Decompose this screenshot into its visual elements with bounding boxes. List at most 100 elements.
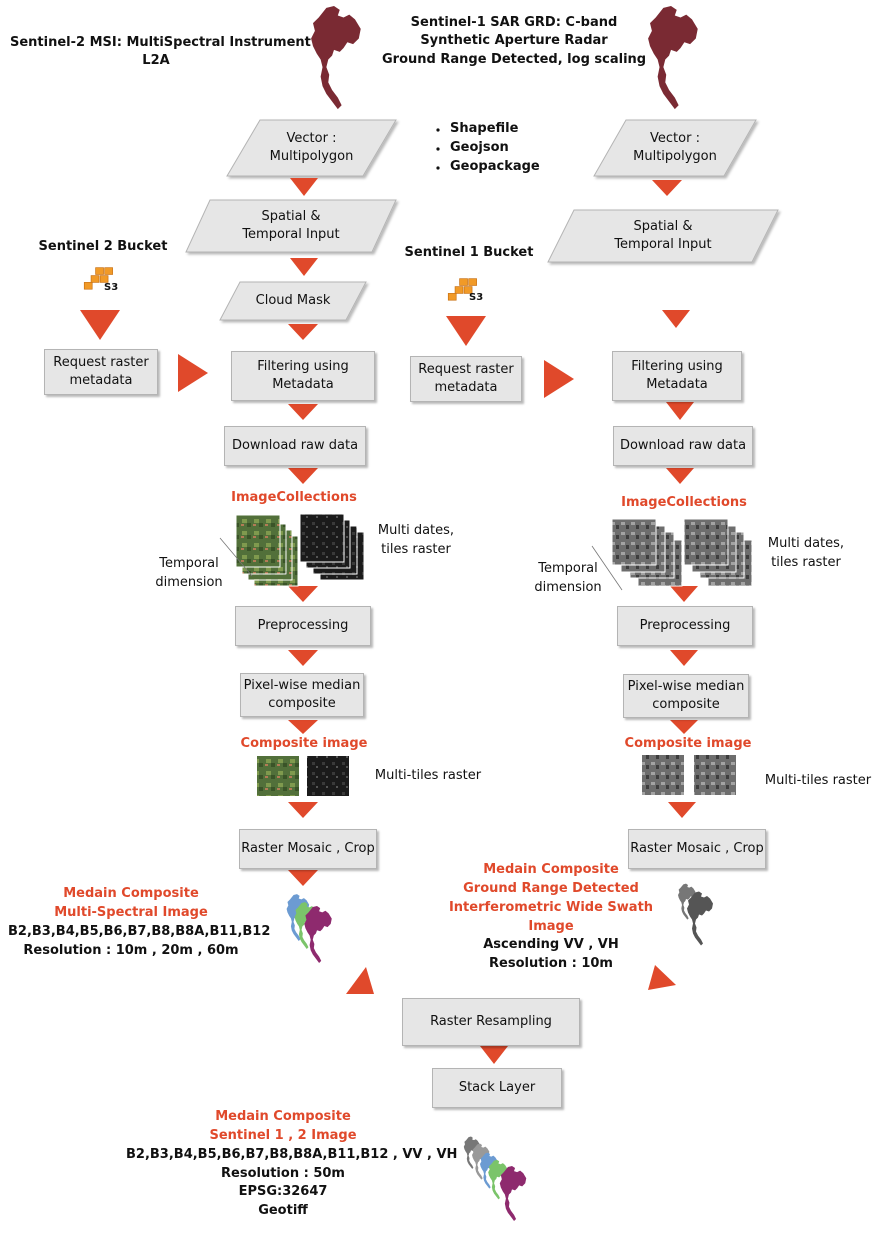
arrow-right-icon <box>178 354 208 392</box>
s3-label-left: S3 <box>104 282 119 293</box>
arrow-down-icon <box>288 802 318 818</box>
arrow-down-icon <box>288 324 318 340</box>
thailand-map-icon-s2 <box>311 6 361 110</box>
filter-label: Filtering using <box>257 358 349 374</box>
sar-result-caption: Medain Composite Ground Range Detected I… <box>440 861 662 974</box>
temporal-line: Temporal <box>538 561 598 576</box>
image-collection-right-sar-b <box>683 518 753 587</box>
temporal-line: dimension <box>534 579 602 595</box>
arrow-merge-left-icon <box>346 967 374 994</box>
result-line: Image <box>528 918 574 934</box>
result-line: Ground Range Detected <box>463 880 639 896</box>
preprocessing-right: Preprocessing <box>617 606 753 646</box>
multi-dates-line: Multi dates, <box>377 523 455 538</box>
result-line: Resolution : 10m , 20m , 60m <box>23 942 239 958</box>
vector-label: Vector : <box>650 130 700 146</box>
download-label: Download raw data <box>231 437 359 453</box>
filter-label: Metadata <box>646 377 708 392</box>
s1-title-line: Ground Range Detected, log scaling <box>382 51 647 67</box>
result-line: Medain Composite <box>483 862 619 877</box>
multi-dates-line: tiles raster <box>771 554 841 570</box>
image-collections-left-title: ImageCollections <box>231 490 357 505</box>
mosaic-label: Raster Mosaic , Crop <box>630 840 764 856</box>
multi-dates-line: Multi dates, <box>767 536 845 551</box>
format-geopackage: Geopackage <box>450 158 540 174</box>
pixel-label: Pixel-wise median <box>627 678 745 694</box>
arrow-down-icon <box>480 1046 508 1064</box>
sentinel1-bucket-label: Sentinel 1 Bucket <box>404 245 534 260</box>
arrow-down-icon <box>288 650 318 666</box>
composite-image-right-title: Composite image <box>624 736 752 751</box>
vector-shape-right <box>593 119 757 177</box>
vector-input-left: Vector :Multipolygon <box>227 120 396 176</box>
format-shapefile: Shapefile <box>450 121 519 136</box>
raster-mosaic-left: Raster Mosaic , Crop <box>239 829 377 869</box>
cloud-mask: Cloud Mask <box>220 282 366 320</box>
request-label: Request raster <box>53 354 149 370</box>
result-line: Interferometric Wide Swath <box>448 899 654 915</box>
pixel-label: composite <box>652 697 720 712</box>
image-collection-left-dark <box>299 513 365 581</box>
final-line: Sentinel 1 , 2 Image <box>209 1127 357 1143</box>
pixel-label: composite <box>268 696 336 711</box>
s1-title-line: Sentinel-1 SAR GRD: C-band <box>410 15 618 30</box>
filter-label: Filtering using <box>631 358 723 374</box>
spatial-label: Temporal Input <box>242 227 340 242</box>
spatial-shape-left <box>185 199 397 253</box>
spatial-input-right: Spatial & Temporal Input <box>548 210 778 262</box>
spatial-label: Spatial & <box>261 208 321 224</box>
result-line: Ascending VV , VH <box>483 937 619 953</box>
arrow-down-icon <box>80 310 120 340</box>
raster-resampling: Raster Resampling <box>402 998 580 1046</box>
composite-image-left-title: Composite image <box>240 736 368 751</box>
final-line: B2,B3,B4,B5,B6,B7,B8,B8A,B11,B12 , VV , … <box>126 1146 458 1162</box>
format-geojson: Geojson <box>450 139 509 155</box>
cloud-mask-label: Cloud Mask <box>255 292 331 308</box>
spatial-label: Temporal Input <box>614 237 712 252</box>
vector-input-right: Vector :Multipolygon <box>594 120 756 176</box>
download-raw-left: Download raw data <box>224 426 366 466</box>
temporal-dimension-line <box>219 537 253 577</box>
image-collection-left-green <box>235 514 299 587</box>
sentinel2-bucket-label: Sentinel 2 Bucket <box>38 239 168 254</box>
request-label: metadata <box>434 380 498 395</box>
arrow-merge-right-icon <box>648 965 676 990</box>
arrow-down-icon <box>652 180 682 196</box>
temporal-dimension-line <box>591 545 623 591</box>
preprocessing-label: Preprocessing <box>639 617 731 633</box>
result-line: Medain Composite <box>63 886 199 901</box>
download-label: Download raw data <box>619 437 747 453</box>
request-label: Request raster <box>418 361 514 377</box>
result-line: Multi-Spectral Image <box>54 904 208 920</box>
result-line: B2,B3,B4,B5,B6,B7,B8,B8A,B11,B12 <box>8 923 271 939</box>
arrow-right-icon <box>544 360 574 398</box>
request-metadata-right: Request raster metadata <box>410 356 522 402</box>
spatial-label: Spatial & <box>633 218 693 234</box>
sentinel2-title: Sentinel-2 MSI: MultiSpectral Instrument… <box>10 34 311 71</box>
composite-thumbnail-sar-b <box>694 755 736 795</box>
final-line: Geotiff <box>258 1203 308 1219</box>
arrow-down-icon <box>288 468 318 484</box>
spatial-input-left: Spatial & Temporal Input <box>186 200 396 252</box>
multi-tiles-right: Multi-tiles raster <box>764 773 872 788</box>
preprocessing-left: Preprocessing <box>235 606 371 646</box>
temporal-line: dimension <box>155 574 223 590</box>
filter-label: Metadata <box>272 377 334 392</box>
final-map-stack <box>463 1136 527 1221</box>
bullet-dot <box>436 128 440 132</box>
image-collections-right-title: ImageCollections <box>621 495 747 510</box>
stack-label: Stack Layer <box>458 1079 536 1095</box>
final-line: Medain Composite <box>215 1109 351 1124</box>
temporal-line: Temporal <box>159 556 219 571</box>
pixel-median-right: Pixel-wise median composite <box>623 674 749 718</box>
arrow-down-icon <box>288 586 318 602</box>
sar-map-stack <box>678 883 713 946</box>
vector-label: Vector : <box>286 130 337 146</box>
s1-title-line: Synthetic Aperture Radar <box>420 33 608 49</box>
arrow-down-icon <box>290 178 318 196</box>
final-line: Resolution : 50m <box>221 1165 345 1181</box>
arrow-down-icon <box>288 404 318 420</box>
resampling-label: Raster Resampling <box>430 1013 552 1029</box>
raster-mosaic-right: Raster Mosaic , Crop <box>628 829 766 869</box>
